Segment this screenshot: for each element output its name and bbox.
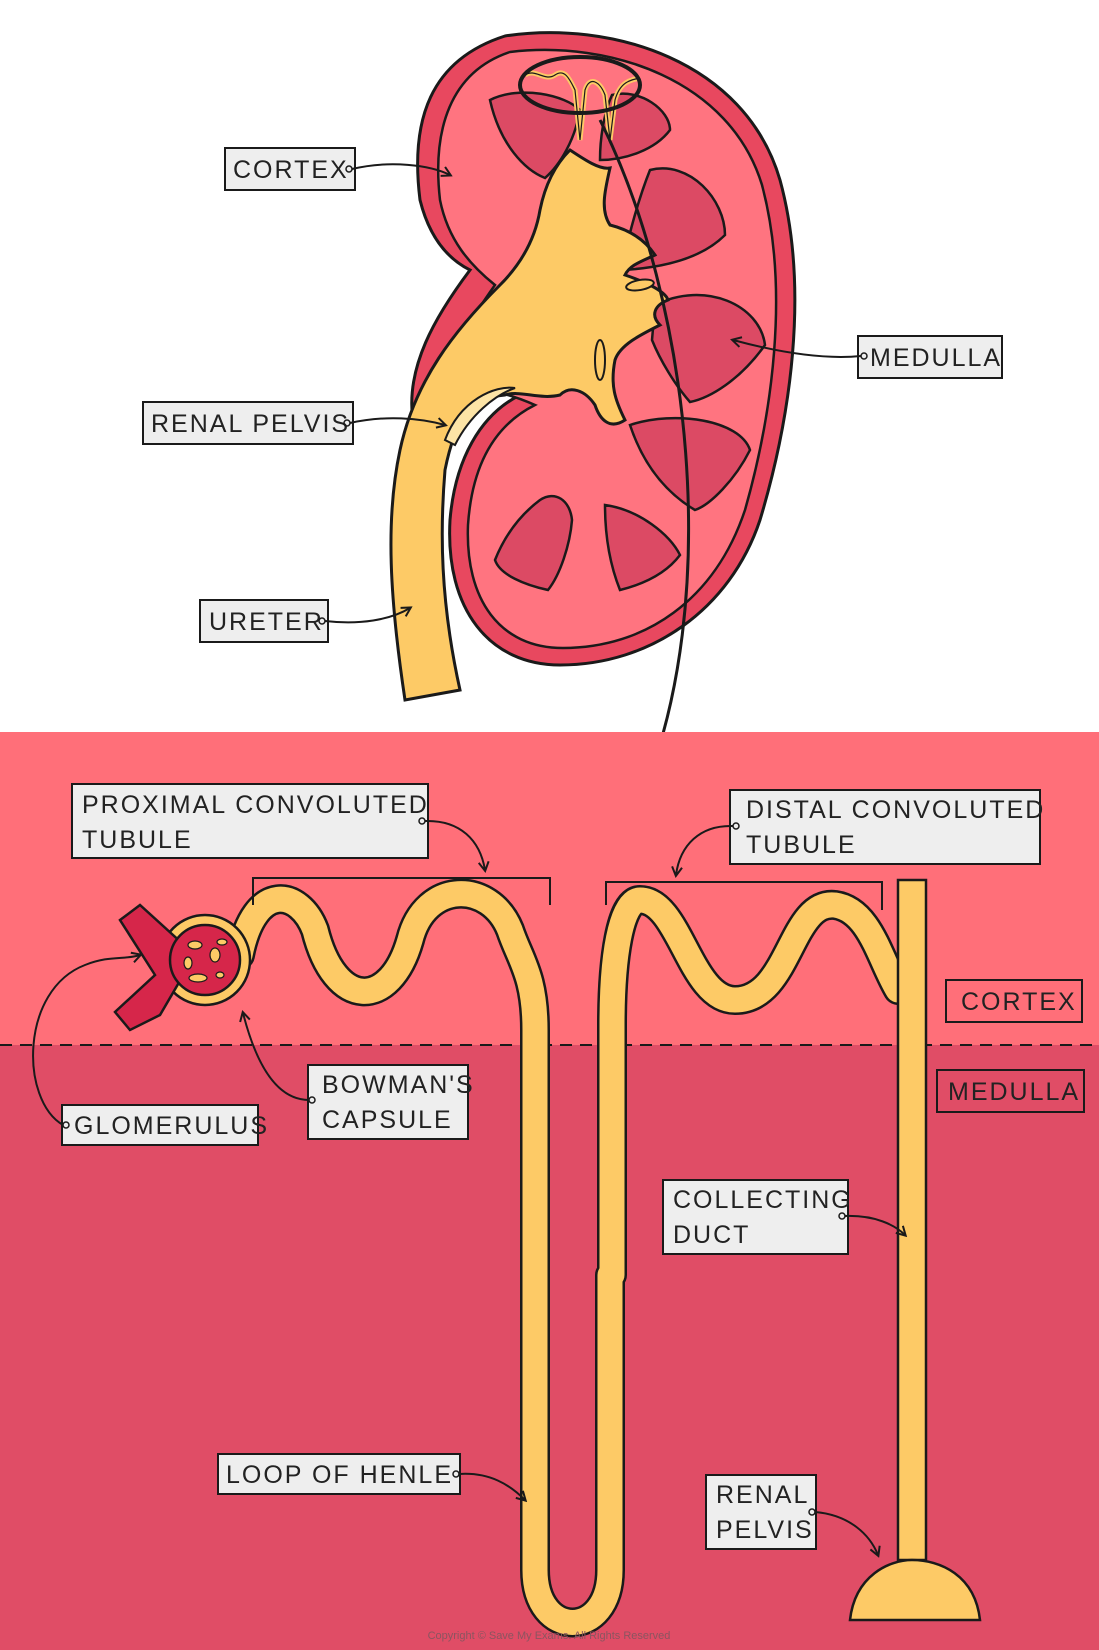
collecting-label-line2: DUCT [673, 1221, 750, 1249]
nephron-label-loop-of-henle: LOOP OF HENLE [217, 1453, 525, 1500]
mini-nephron-outline [524, 72, 641, 141]
collecting-duct [896, 878, 928, 1562]
dct-bracket [605, 881, 883, 910]
nephron-label-glomerulus: GLOMERULUS [32, 955, 269, 1146]
pct-bracket [252, 877, 551, 905]
pyramid-5 [628, 416, 752, 512]
nephron-label-renal-pelvis: RENAL PELVIS [705, 1474, 878, 1555]
zoom-arrow [598, 119, 691, 800]
calyx-1 [625, 278, 655, 292]
glomerulus [168, 923, 242, 997]
kidney-label-renal-pelvis: RENAL PELVIS [142, 401, 445, 445]
zone-cortex-text: CORTEX [961, 988, 1077, 1016]
zone-medulla-text: MEDULLA [948, 1078, 1080, 1106]
nephron-label-collecting-duct: COLLECTING DUCT [662, 1179, 905, 1255]
renal-pelvis-label-line1: RENAL [716, 1481, 809, 1509]
kidney-label-medulla: MEDULLA [733, 335, 1003, 379]
pct-label-line2: TUBULE [82, 826, 193, 854]
kidney-illustration [389, 31, 797, 800]
calyx-3 [443, 386, 516, 447]
nephron [113, 878, 982, 1638]
zone-label-medulla: MEDULLA [936, 1069, 1085, 1113]
renal-pelvis-label-line2: PELVIS [716, 1516, 814, 1544]
glomerulus-vessel [113, 903, 197, 1032]
copyright-footer: Copyright © Save My Exams. All Rights Re… [428, 1630, 671, 1642]
glomerulus-capillaries [183, 938, 228, 983]
magnify-circle [518, 55, 642, 115]
label-renal-pelvis-text: RENAL PELVIS [151, 410, 350, 438]
kidney-label-cortex: CORTEX [224, 147, 450, 191]
medulla-pyramids [488, 91, 767, 592]
label-medulla-text: MEDULLA [870, 344, 1002, 372]
renal-pelvis-shape [389, 148, 670, 702]
collecting-label-line1: COLLECTING [673, 1186, 853, 1214]
calyx-2 [594, 339, 606, 381]
glomerulus-label-text: GLOMERULUS [74, 1112, 269, 1140]
pyramid-6 [493, 494, 574, 592]
bowmans-label-line1: BOWMAN'S [322, 1071, 475, 1099]
nephron-label-bowmans: BOWMAN'S CAPSULE [243, 1013, 475, 1140]
bowmans-label-line2: CAPSULE [322, 1106, 453, 1134]
nephron-label-dct: DISTAL CONVOLUTED TUBULE [676, 789, 1045, 875]
kidney-label-ureter: URETER [199, 599, 410, 643]
nephron-label-pct: PROXIMAL CONVOLUTED TUBULE [71, 783, 485, 870]
nephron-renal-pelvis [848, 1558, 982, 1622]
dct-label-line2: TUBULE [746, 831, 857, 859]
label-cortex-text: CORTEX [233, 156, 349, 184]
pct-label-line1: PROXIMAL CONVOLUTED [82, 791, 429, 819]
pct-tubule [227, 881, 911, 1635]
loop-of-henle-label-text: LOOP OF HENLE [226, 1461, 453, 1489]
dct-label-line1: DISTAL CONVOLUTED [746, 796, 1045, 824]
pyramid-4 [650, 293, 767, 404]
pyramid-1 [488, 91, 582, 180]
zone-label-cortex: CORTEX [945, 979, 1083, 1023]
pyramid-7 [603, 503, 682, 592]
label-ureter-text: URETER [209, 608, 324, 636]
